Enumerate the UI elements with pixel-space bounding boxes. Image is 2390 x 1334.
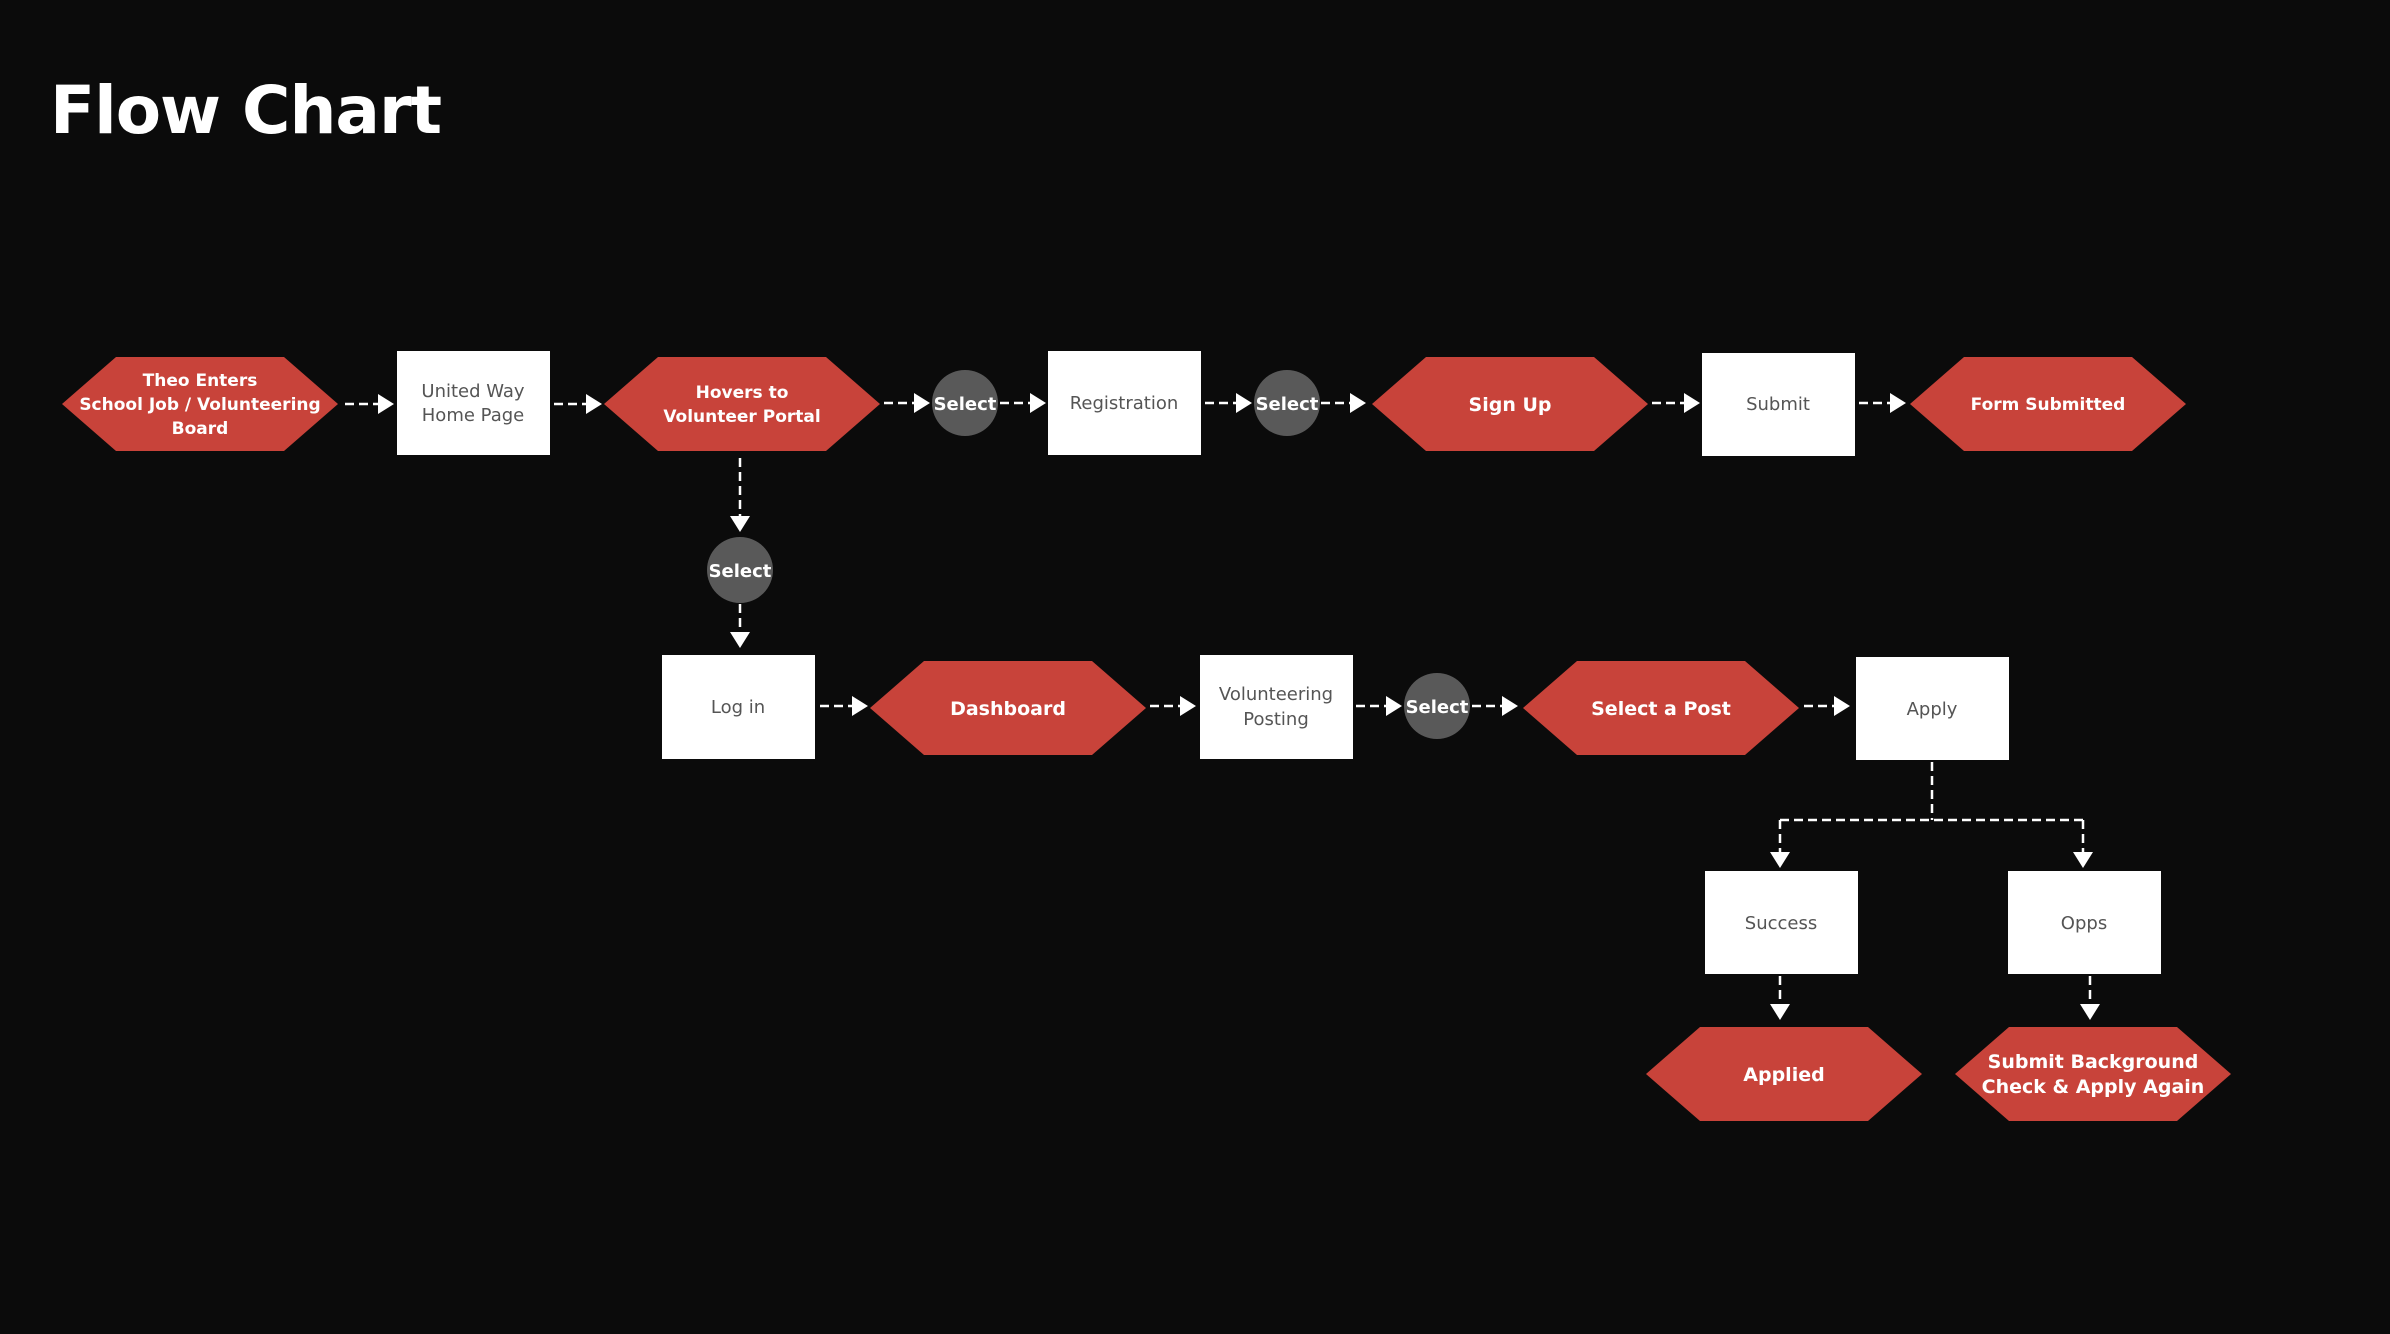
node-label: Submit Background (1988, 1051, 2199, 1073)
node-label: Select (1406, 697, 1469, 718)
arrow-head (1030, 393, 1046, 413)
node-registration: Registration (1048, 351, 1201, 455)
node-label: Select (934, 394, 997, 415)
node-label: Board (172, 419, 229, 439)
node-label: Select a Post (1591, 698, 1731, 720)
node-label: Hovers to (696, 383, 789, 403)
node-log-in: Log in (662, 655, 815, 759)
node-apply: Apply (1856, 657, 2009, 760)
node-applied: Applied (1646, 1027, 1922, 1121)
node-label: School Job / Volunteering (79, 395, 320, 415)
arrow-head (852, 696, 868, 716)
arrow-head (586, 394, 602, 414)
arrow-head (1890, 393, 1906, 413)
arrow-head (378, 394, 394, 414)
node-label: Registration (1070, 393, 1179, 414)
node-label: United Way (421, 381, 525, 402)
node-label: Dashboard (950, 698, 1066, 720)
node-opps: Opps (2008, 871, 2161, 974)
node-label: Volunteer Portal (663, 407, 820, 427)
node-label: Applied (1743, 1064, 1824, 1086)
node-label: Theo Enters (143, 371, 258, 391)
arrow-head (1684, 393, 1700, 413)
connectors (345, 393, 2100, 1020)
node-label: Volunteering (1219, 684, 1333, 705)
node-hovers-to-volunteer-portal: Hovers to Volunteer Portal (604, 357, 880, 451)
arrow-head (2073, 852, 2093, 868)
node-label: Submit (1746, 394, 1810, 415)
node-submit: Submit (1702, 353, 1855, 456)
decision-select-4: Select (1404, 673, 1470, 739)
node-label: Log in (711, 697, 765, 718)
node-label: Select (1256, 394, 1319, 415)
node-label: Success (1745, 913, 1817, 934)
arrow-head (1386, 696, 1402, 716)
node-volunteering-posting: Volunteering Posting (1200, 655, 1353, 759)
node-label: Sign Up (1469, 394, 1552, 416)
arrow-head (1502, 696, 1518, 716)
node-dashboard: Dashboard (870, 661, 1146, 755)
arrow-head (1770, 852, 1790, 868)
node-label: Home Page (422, 405, 524, 426)
node-united-way-home-page: United Way Home Page (397, 351, 550, 455)
decision-select-1: Select (932, 370, 998, 436)
node-select-a-post: Select a Post (1523, 661, 1799, 755)
node-label: Posting (1243, 709, 1309, 730)
arrow-head (1350, 393, 1366, 413)
decision-select-3: Select (707, 537, 773, 603)
node-label: Form Submitted (1971, 395, 2126, 415)
node-submit-background-check: Submit Background Check & Apply Again (1955, 1027, 2231, 1121)
arrow-head (1236, 393, 1252, 413)
arrow-head (2080, 1004, 2100, 1020)
node-label: Select (709, 561, 772, 582)
arrow-head (1834, 696, 1850, 716)
arrow-head (1180, 696, 1196, 716)
node-form-submitted: Form Submitted (1910, 357, 2186, 451)
node-sign-up: Sign Up (1372, 357, 1648, 451)
node-label: Opps (2061, 913, 2107, 934)
decision-select-2: Select (1254, 370, 1320, 436)
node-label: Apply (1907, 699, 1958, 720)
arrow-head (1770, 1004, 1790, 1020)
node-label: Check & Apply Again (1982, 1076, 2205, 1098)
arrow-head (730, 632, 750, 648)
node-success: Success (1705, 871, 1858, 974)
node-theo-enters: Theo Enters School Job / Volunteering Bo… (62, 357, 338, 451)
arrow-head (730, 516, 750, 532)
page-title: Flow Chart (50, 72, 442, 149)
arrow-head (914, 393, 930, 413)
